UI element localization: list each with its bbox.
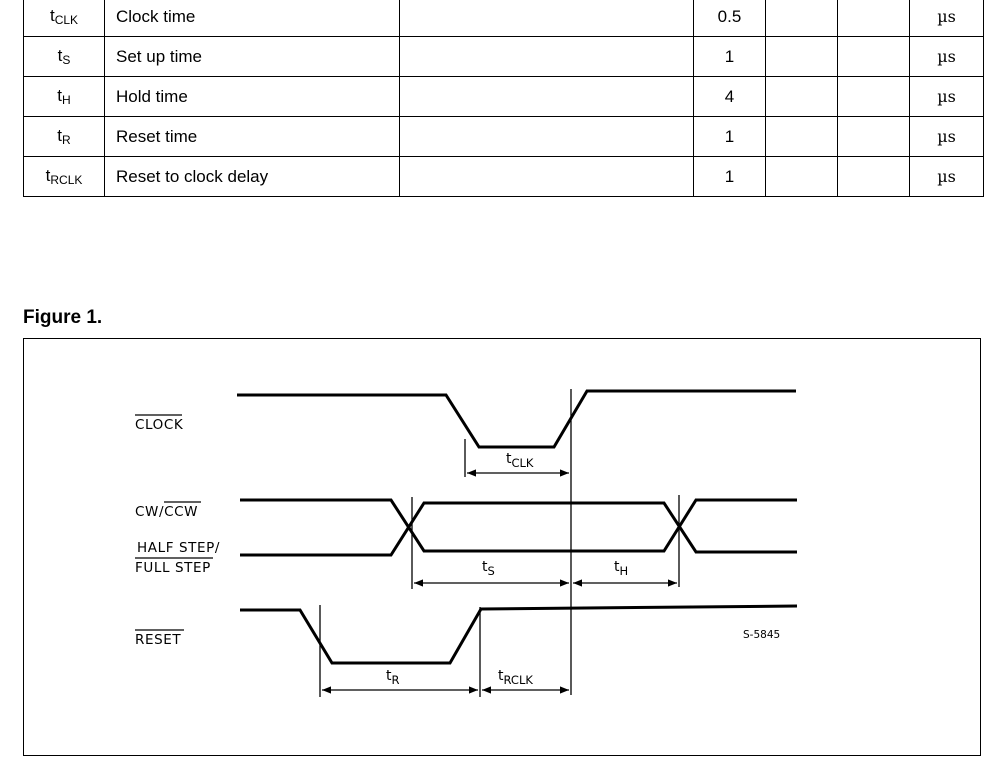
step-mode-signal-label: HALF STEP/	[137, 540, 220, 556]
unit: µs	[909, 76, 984, 117]
max-value	[837, 76, 910, 117]
parameter-description: Set up time	[104, 36, 400, 77]
bus-waveform-lower	[240, 501, 797, 557]
table-row: tH Hold time 4 µs	[23, 76, 984, 117]
max-value	[837, 116, 910, 157]
typ-value	[765, 36, 838, 77]
parameter-description: Reset to clock delay	[104, 156, 400, 197]
unit: µs	[909, 116, 984, 157]
figure-caption: Figure 1.	[23, 307, 103, 328]
parameter-description: Clock time	[104, 0, 400, 37]
parameter-symbol: tRCLK	[23, 156, 105, 197]
max-value	[837, 156, 910, 197]
min-value: 1	[693, 156, 766, 197]
min-value: 1	[693, 116, 766, 157]
max-value	[837, 0, 910, 37]
tclk-label: tCLK	[506, 451, 534, 470]
condition-cell	[399, 76, 694, 117]
direction-signal-label: CW/CCW	[135, 504, 198, 520]
tr-label: tR	[386, 668, 400, 687]
figure-reference-code: S-5845	[743, 629, 780, 641]
table-row: tS Set up time 1 µs	[23, 36, 984, 77]
table-row: tCLK Clock time 0.5 µs	[23, 0, 984, 37]
parameter-symbol: tH	[23, 76, 105, 117]
typ-value	[765, 0, 838, 37]
condition-cell	[399, 156, 694, 197]
min-value: 4	[693, 76, 766, 117]
clock-signal-label: CLOCK	[135, 417, 184, 433]
timing-diagram-frame: CLOCK CW/CCW HALF STEP/ FULL STEP RESET …	[23, 338, 981, 756]
reset-signal-label: RESET	[135, 632, 181, 648]
typ-value	[765, 76, 838, 117]
trclk-label: tRCLK	[498, 668, 533, 687]
parameter-symbol: tS	[23, 36, 105, 77]
parameter-symbol: tR	[23, 116, 105, 157]
min-value: 1	[693, 36, 766, 77]
ts-label: tS	[482, 559, 495, 578]
timing-parameters-table: tCLK Clock time 0.5 µs tS Set up time 1 …	[23, 0, 984, 197]
condition-cell	[399, 36, 694, 77]
full-step-signal-label: FULL STEP	[135, 560, 211, 576]
table-row: tR Reset time 1 µs	[23, 116, 984, 157]
reset-waveform	[240, 604, 798, 665]
timing-diagram: CLOCK CW/CCW HALF STEP/ FULL STEP RESET …	[135, 389, 798, 697]
unit: µs	[909, 36, 984, 77]
typ-value	[765, 116, 838, 157]
typ-value	[765, 156, 838, 197]
parameter-description: Hold time	[104, 76, 400, 117]
parameter-description: Reset time	[104, 116, 400, 157]
max-value	[837, 36, 910, 77]
th-label: tH	[614, 559, 628, 578]
unit: µs	[909, 0, 984, 37]
condition-cell	[399, 116, 694, 157]
table-row: tRCLK Reset to clock delay 1 µs	[23, 156, 984, 197]
bus-waveform-upper	[240, 498, 797, 553]
parameter-symbol: tCLK	[23, 0, 105, 37]
min-value: 0.5	[693, 0, 766, 37]
clock-waveform	[237, 389, 796, 449]
condition-cell	[399, 0, 694, 37]
unit: µs	[909, 156, 984, 197]
